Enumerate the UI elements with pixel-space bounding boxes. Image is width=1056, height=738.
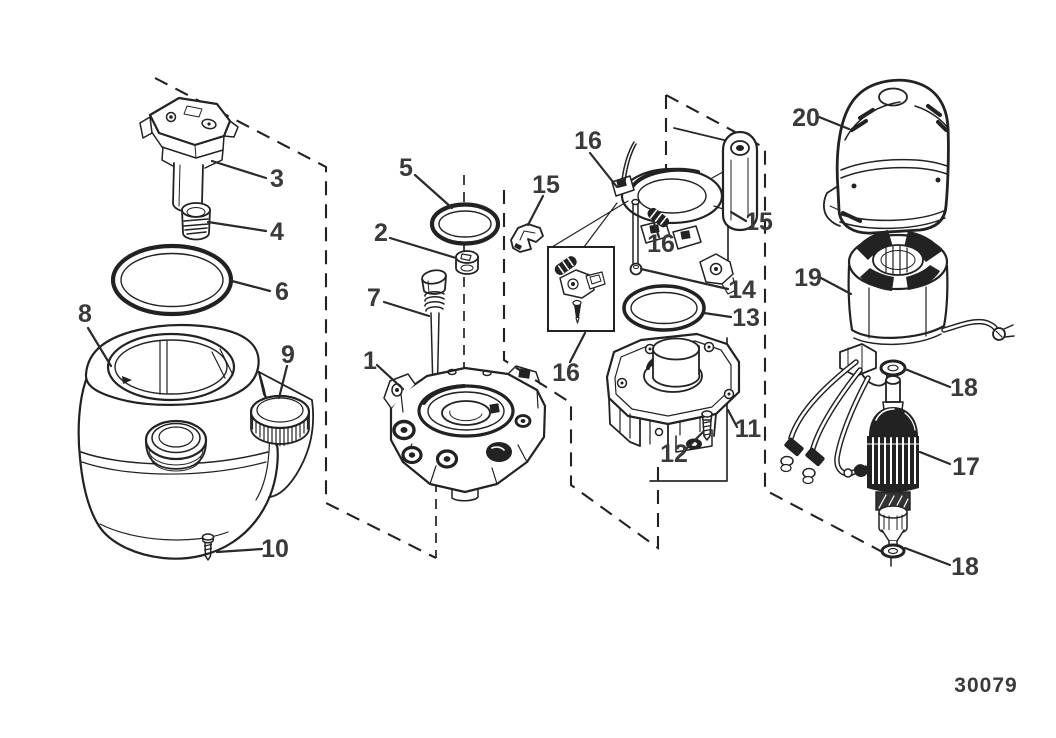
callout-11: 11 [735, 415, 762, 443]
callout-6: 6 [275, 278, 289, 306]
callout-16-top: 16 [574, 127, 602, 155]
callout-2: 2 [374, 219, 388, 247]
callout-16-inset: 16 [552, 359, 580, 387]
callout-18-top: 18 [950, 374, 978, 402]
part-1-valve-body-drawing [383, 365, 547, 502]
callout-labels: 3 4 6 8 9 10 5 2 7 1 15 16 16 16 14 13 1… [78, 104, 980, 581]
part-15-valve-cover-assembly-drawing [611, 130, 759, 295]
figure-drawing-number: 30079 [954, 674, 1017, 697]
callout-5: 5 [399, 154, 413, 182]
part-2-coupler-drawing [455, 250, 479, 275]
callout-7: 7 [367, 284, 381, 312]
part-10-screw-drawing [201, 533, 215, 561]
part-6-oring-drawing [110, 243, 234, 317]
callout-13: 13 [732, 304, 760, 332]
part-4-insert-drawing [181, 202, 211, 241]
part-9-cap-drawing [249, 394, 311, 447]
callout-17: 17 [952, 453, 980, 481]
part-18-washer-top-drawing [879, 359, 907, 377]
part-18-washer-bottom-drawing [880, 543, 906, 559]
part-13-oring-drawing [622, 284, 706, 332]
leader-lines [86, 115, 952, 567]
part-19-stator-drawing [780, 230, 1015, 485]
callout-9: 9 [281, 341, 295, 369]
callout-16-mid: 16 [647, 230, 675, 258]
callout-4: 4 [270, 218, 284, 246]
callout-15-right: 15 [745, 208, 773, 236]
part-8-reservoir-drawing [77, 323, 315, 560]
callout-10: 10 [261, 535, 289, 563]
callout-20: 20 [792, 104, 820, 132]
callout-14: 14 [728, 276, 756, 304]
detail-inset-box-16 [547, 200, 629, 332]
part-15-clip-drawing [510, 223, 544, 253]
part-12-screw-drawing [701, 410, 713, 441]
callout-3: 3 [270, 165, 284, 193]
callout-12: 12 [660, 440, 688, 468]
callout-1: 1 [363, 347, 377, 375]
part-5-oring-drawing [429, 202, 501, 246]
part-3-fill-plug-drawing [139, 96, 239, 213]
part-14-rod-drawing [629, 198, 643, 276]
callout-19: 19 [794, 264, 822, 292]
part-11-adapter-drawing [605, 332, 741, 453]
callout-8: 8 [78, 300, 92, 328]
part-20-motor-cover-drawing [823, 78, 950, 235]
callout-15-left: 15 [532, 171, 560, 199]
callout-18-bottom: 18 [951, 553, 979, 581]
part-17-armature-drawing [866, 375, 920, 550]
